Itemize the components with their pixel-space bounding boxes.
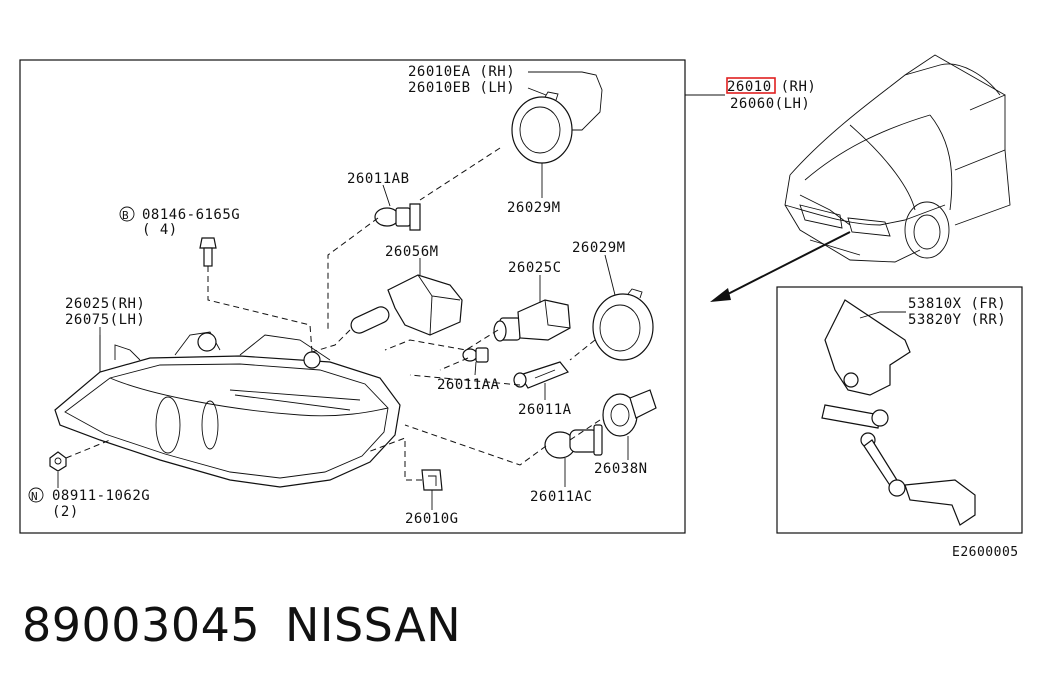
car-pointer-arrow	[721, 231, 851, 298]
leader-26011a	[409, 374, 521, 386]
leveling-sensor-icon	[821, 299, 976, 526]
main-diagram-frame	[19, 59, 686, 534]
assembly-rh-part-number[interactable]: 26010	[727, 79, 772, 95]
bulb-26011ac-label[interactable]: 26011AC	[530, 489, 593, 505]
bulb-26011ac-icon	[544, 424, 603, 459]
bolt-marker-letter: B	[122, 209, 129, 222]
socket-26025c-label[interactable]: 26025C	[508, 260, 562, 276]
sensor-rr-label[interactable]: 53820Y (RR)	[908, 312, 1006, 328]
leader-26011aa-label	[474, 361, 477, 376]
leader-cap-top	[419, 147, 501, 201]
footer-part-number: 89003045	[22, 598, 261, 652]
part-highlight-box	[726, 77, 776, 94]
cap-26029m-top-label[interactable]: 26029M	[507, 200, 561, 216]
bolt-marker-circle	[119, 206, 135, 222]
nut-part-label[interactable]: 08911-1062G	[52, 488, 150, 504]
socket-26038n-label[interactable]: 26038N	[594, 461, 648, 477]
leader-26056m	[311, 329, 351, 353]
bulb-26056m-icon	[350, 274, 463, 336]
leader-cap-right	[569, 339, 596, 361]
bolt-qty-label: ( 4)	[142, 222, 178, 238]
leader-26011ab-label	[382, 184, 391, 207]
car-illustration	[784, 54, 1011, 263]
cap-26029m-right-label[interactable]: 26029M	[572, 240, 626, 256]
socket-26025c-icon	[493, 299, 571, 342]
leader-26011aa	[439, 357, 469, 371]
bulb-26011ab-label[interactable]: 26011AB	[347, 171, 410, 187]
clip-26010g-label[interactable]: 26010G	[405, 511, 459, 527]
leader-nut	[65, 439, 111, 459]
bulb-unit-lh-label[interactable]: 26010EB (LH)	[408, 80, 515, 96]
nut-icon	[49, 451, 67, 472]
housing-rh-label[interactable]: 26025(RH)	[65, 296, 145, 312]
sensor-inset-frame	[776, 286, 1023, 534]
bulb-26056m-label[interactable]: 26056M	[385, 244, 439, 260]
arrow-head	[710, 288, 731, 302]
bulb-26011a-icon	[513, 361, 569, 389]
assembly-lh-label[interactable]: 26060(LH)	[730, 96, 810, 112]
headlamp-housing	[54, 331, 401, 488]
bulb-26011aa-label[interactable]: 26011AA	[437, 377, 500, 393]
bulb-26011a-label[interactable]: 26011A	[518, 402, 572, 418]
bulb-26011aa-icon	[462, 347, 489, 363]
leader-bulb-unit	[528, 71, 603, 131]
nut-qty-label: (2)	[52, 504, 79, 520]
sensor-fr-label[interactable]: 53810X (FR)	[908, 296, 1006, 312]
leader-26011ac	[404, 424, 547, 466]
nut-marker-letter: N	[31, 490, 38, 503]
assembly-rh-label: 26010 (RH)	[727, 79, 816, 95]
bulb-unit-rh-label[interactable]: 26010EA (RH)	[408, 64, 515, 80]
leader-26025c	[384, 329, 499, 351]
housing-lh-label[interactable]: 26075(LH)	[65, 312, 145, 328]
leader-26011ab	[327, 217, 379, 330]
footer-brand: NISSAN	[285, 598, 462, 652]
nut-marker-circle	[28, 487, 44, 503]
assembly-rh-suffix: (RH)	[772, 79, 817, 95]
bolt-part-label[interactable]: 08146-6165G	[142, 207, 240, 223]
leader-bolt	[207, 266, 313, 353]
bolt-icon	[199, 237, 217, 267]
clip-26010g-icon	[421, 469, 443, 491]
diagram-code: E2600005	[952, 545, 1019, 560]
bulb-26011ab-icon	[374, 203, 421, 231]
socket-26038n-icon	[602, 389, 657, 437]
leader-sensor-label	[859, 311, 906, 319]
leader-26029m-right-label	[604, 254, 616, 296]
cap-26029m-right-icon	[592, 288, 654, 361]
cap-26029m-top-icon	[511, 91, 573, 164]
leader-26038n	[569, 419, 601, 441]
leader-bulb-unit-lh	[527, 87, 547, 96]
